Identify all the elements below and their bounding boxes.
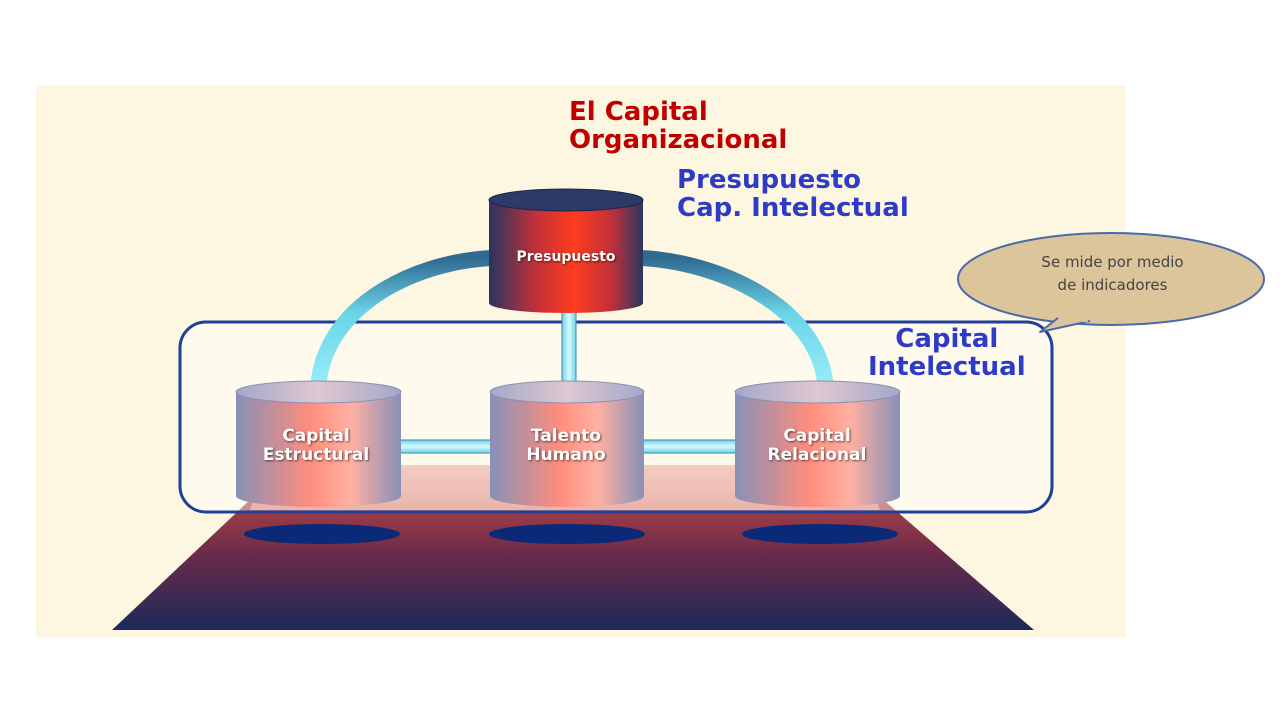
cylinder-capital-estructural — [235, 380, 402, 507]
node-relacional-line-1: Capital — [783, 426, 851, 446]
arc-connector — [310, 250, 834, 396]
subtitle-line-1: Presupuesto — [677, 165, 862, 195]
node-label-capital-relacional: Capital Relacional — [732, 427, 902, 464]
node-talento-line-1: Talento — [530, 426, 602, 446]
title-line-2: Organizacional — [569, 125, 788, 156]
node-relacional-line-2: Relacional — [767, 444, 867, 465]
node-label-presupuesto: Presupuesto — [516, 249, 616, 265]
cylinder-presupuesto — [488, 188, 644, 313]
group-label-line-1: Capital — [895, 324, 999, 354]
subtitle-line-2: Cap. Intelectual — [677, 193, 909, 224]
connector-estructural-talento — [397, 439, 493, 454]
node-estructural-line-2: Estructural — [262, 444, 370, 465]
connector-talento-relacional — [641, 439, 737, 454]
node-talento-line-2: Humano — [526, 444, 606, 465]
group-label-line-2: Intelectual — [868, 352, 1026, 383]
node-estructural-line-1: Capital — [282, 426, 350, 446]
title-line-1: El Capital — [569, 97, 708, 127]
callout-bubble — [957, 232, 1265, 333]
cylinder-talento-humano — [489, 380, 645, 507]
callout-line-2: de indicadores — [1057, 276, 1168, 295]
shadow-relacional — [742, 524, 898, 544]
node-label-talento-humano: Talento Humano — [487, 427, 645, 464]
subtitle-presupuesto-cap-intelectual: Presupuesto Cap. Intelectual — [677, 166, 909, 222]
shadow-estructural — [244, 524, 400, 544]
capital-intelectual-label: Capital Intelectual — [868, 325, 1026, 381]
title-el-capital-organizacional: El Capital Organizacional — [569, 98, 787, 154]
callout-line-1: Se mide por medio — [1041, 253, 1184, 271]
cylinder-capital-relacional — [734, 380, 901, 507]
node-label-capital-estructural: Capital Estructural — [231, 427, 401, 464]
shadow-talento — [489, 524, 645, 544]
callout-text: Se mide por medio de indicadores — [990, 251, 1235, 298]
